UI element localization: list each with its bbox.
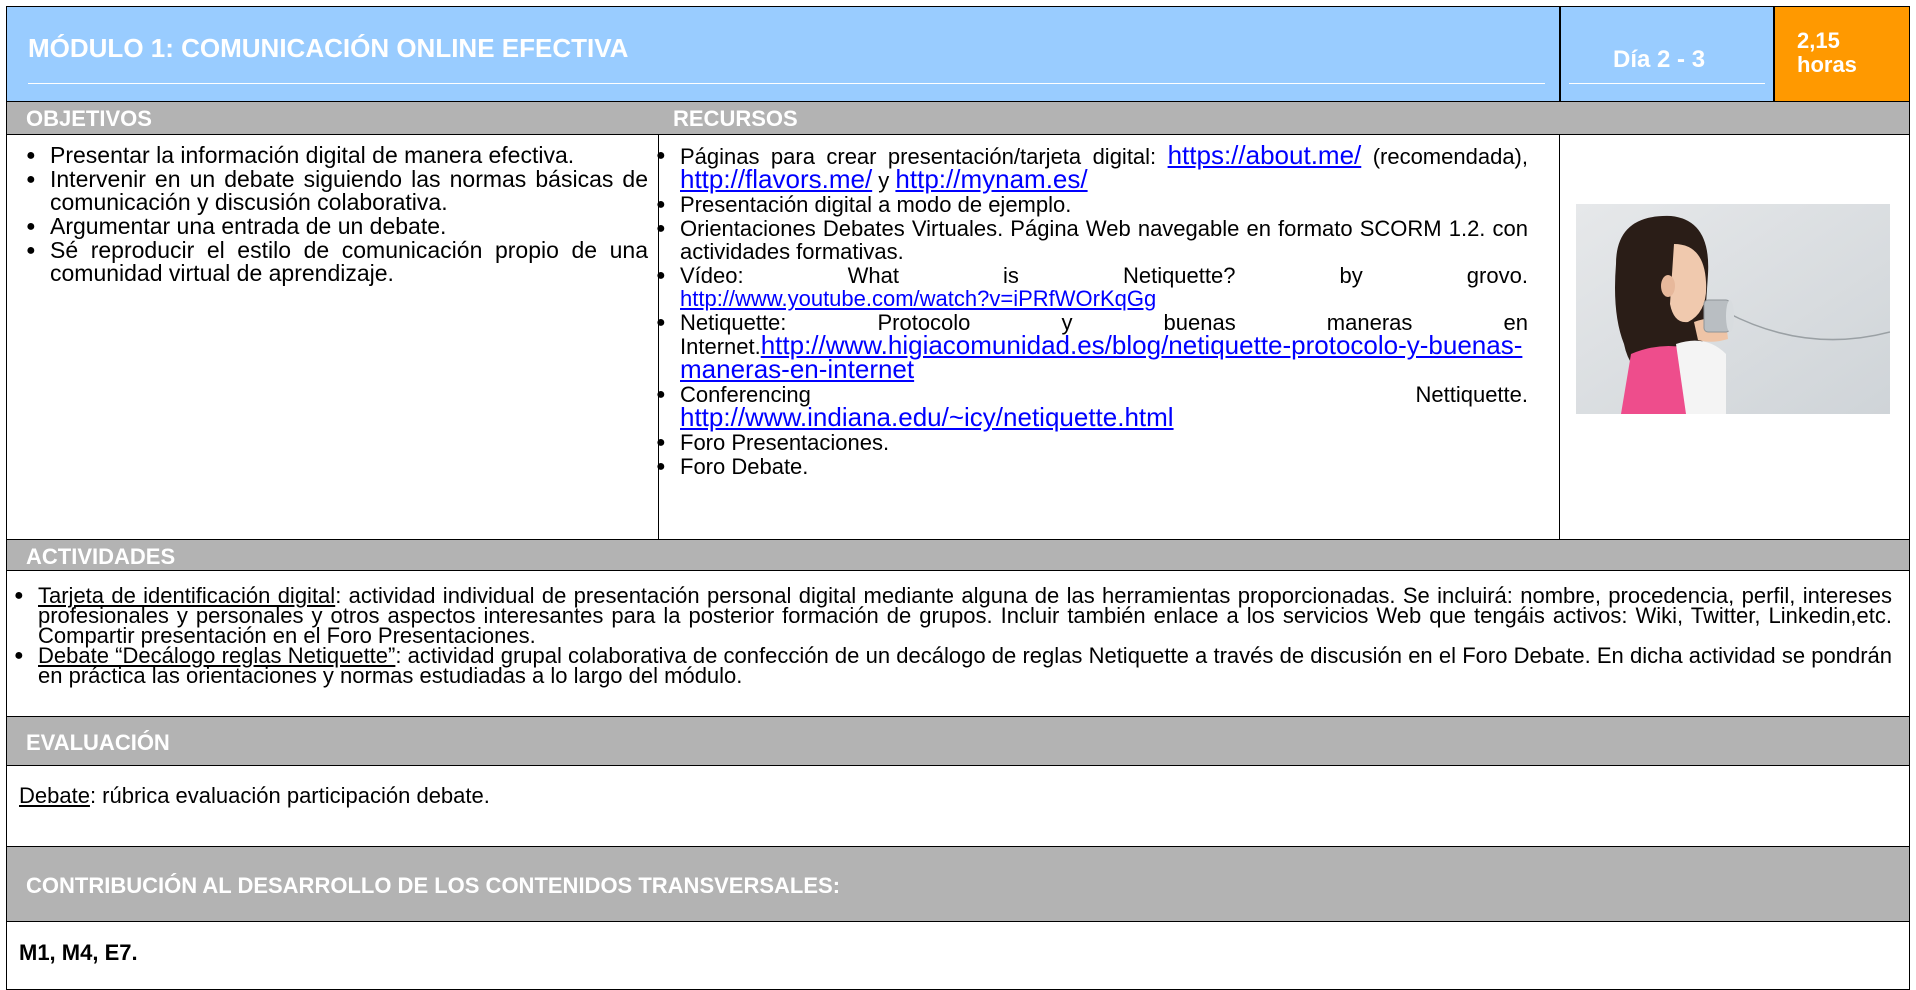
image-cell — [1560, 134, 1910, 539]
youtube-link[interactable]: http://www.youtube.com/watch?v=iPRfWOrKq… — [680, 286, 1157, 311]
girl-tin-can-phone-photo — [1576, 204, 1890, 414]
recurso-word: Protocolo — [877, 310, 971, 335]
indiana-link[interactable]: http://www.indiana.edu/~icy/netiquette.h… — [680, 402, 1174, 432]
actividad-text: : actividad grupal colaborativa de confe… — [38, 643, 1892, 688]
actividades-heading: ACTIVIDADES — [26, 544, 176, 569]
evaluacion-title: Debate — [19, 783, 90, 808]
module-title-bar: MÓDULO 1: COMUNICACIÓN ONLINE EFECTIVA — [6, 6, 1560, 102]
recurso-word: Nettiquette. — [1415, 382, 1528, 407]
list-item: Orientaciones Debates Virtuales. Página … — [648, 217, 1528, 263]
recurso-text: (recomendada), — [1372, 144, 1528, 169]
list-item: Sé reproducir el estilo de comunicación … — [18, 239, 648, 285]
recurso-text-row: Netiquette: Protocolo y buenas maneras en — [680, 311, 1528, 334]
actividades-list: Tarjeta de identificación digital: activ… — [6, 583, 1892, 688]
recurso-word: grovo. — [1466, 263, 1528, 288]
list-item: Presentar la información digital de mane… — [18, 144, 648, 168]
recurso-word: by — [1339, 263, 1363, 288]
actividad-title: Tarjeta de identificación digital — [38, 583, 336, 608]
evaluacion-text: Debate: rúbrica evaluación participación… — [19, 783, 490, 809]
list-item: Debate “Decálogo reglas Netiquette”: act… — [6, 643, 1892, 688]
recurso-word: maneras — [1326, 310, 1413, 335]
actividad-title: Debate “Decálogo reglas Netiquette” — [38, 643, 396, 668]
recurso-word: What — [847, 263, 899, 288]
actividades-header: ACTIVIDADES — [6, 539, 1910, 571]
days-label: Día 2 - 3 — [1613, 46, 1706, 73]
recursos-list: Páginas para crear presentación/tarjeta … — [648, 142, 1528, 479]
hours-box: 2,15 horas — [1774, 6, 1910, 102]
list-item: Páginas para crear presentación/tarjeta … — [648, 142, 1528, 194]
about-me-link[interactable]: https://about.me/ — [1167, 140, 1362, 170]
days-box: Día 2 - 3 — [1560, 6, 1774, 102]
evaluacion-heading: EVALUACIÓN — [26, 730, 170, 755]
list-item: Tarjeta de identificación digital: activ… — [6, 583, 1892, 648]
flavors-me-link[interactable]: http://flavors.me/ — [680, 164, 873, 194]
contribucion-cell — [6, 922, 1910, 990]
module-title: MÓDULO 1: COMUNICACIÓN ONLINE EFECTIVA — [28, 33, 629, 63]
mynam-es-link[interactable]: http://mynam.es/ — [895, 164, 1088, 194]
recurso-text: Internet. — [680, 334, 761, 359]
actividad-text: : actividad individual de presentación p… — [38, 583, 1892, 648]
recursos-heading: RECURSOS — [673, 106, 798, 131]
contribucion-value: M1, M4, E7. — [19, 940, 138, 965]
days-underline — [1569, 83, 1765, 84]
title-underline — [28, 83, 1545, 84]
objetivos-list: Presentar la información digital de mane… — [18, 144, 648, 286]
photo-drawing — [1576, 204, 1890, 414]
recurso-text-row: Conferencing Nettiquette. — [680, 383, 1528, 406]
recurso-text: y — [872, 168, 896, 193]
recurso-word: en — [1503, 310, 1528, 335]
recurso-word: is — [1003, 263, 1019, 288]
list-item: Foro Debate. — [648, 455, 1528, 478]
list-item: Intervenir en un debate siguiendo las no… — [18, 168, 648, 214]
hours-value: 2,15 — [1797, 28, 1840, 53]
recurso-text-row: Vídeo: What is Netiquette? by grovo. — [680, 264, 1528, 287]
objetivos-recursos-header: OBJETIVOS RECURSOS — [6, 102, 1910, 134]
list-item: Conferencing Nettiquette. http://www.indi… — [648, 383, 1528, 430]
recurso-text: Páginas para crear presentación/tarjeta … — [680, 144, 1168, 169]
recurso-word: Netiquette: — [680, 310, 787, 335]
list-item: Argumentar una entrada de un debate. — [18, 215, 648, 239]
recurso-word: Netiquette? — [1122, 263, 1236, 288]
recurso-word: Vídeo: — [680, 263, 744, 288]
list-item: Netiquette: Protocolo y buenas maneras en Int… — [648, 311, 1528, 382]
evaluacion-header: EVALUACIÓN — [6, 716, 1910, 766]
contribucion-heading: CONTRIBUCIÓN AL DESARROLLO DE LOS CONTEN… — [26, 873, 841, 898]
list-item: Foro Presentaciones. — [648, 431, 1528, 454]
contribucion-header: CONTRIBUCIÓN AL DESARROLLO DE LOS CONTEN… — [6, 846, 1910, 922]
list-item: Vídeo: What is Netiquette? by grovo. http://w… — [648, 264, 1528, 310]
hours-label: 2,15 horas — [1797, 29, 1857, 77]
hours-unit: horas — [1797, 52, 1857, 77]
recursos-cell — [659, 134, 1560, 539]
objetivos-heading: OBJETIVOS — [26, 106, 152, 131]
recurso-word: Conferencing — [680, 382, 811, 407]
recurso-word: y — [1061, 310, 1073, 335]
evaluacion-cell — [6, 766, 1910, 846]
list-item: Presentación digital a modo de ejemplo. — [648, 193, 1528, 216]
recurso-word: buenas — [1163, 310, 1236, 335]
higia-link[interactable]: http://www.higiacomunidad.es/blog/netiqu… — [680, 330, 1523, 384]
evaluacion-desc: : rúbrica evaluación participación debat… — [89, 783, 490, 808]
